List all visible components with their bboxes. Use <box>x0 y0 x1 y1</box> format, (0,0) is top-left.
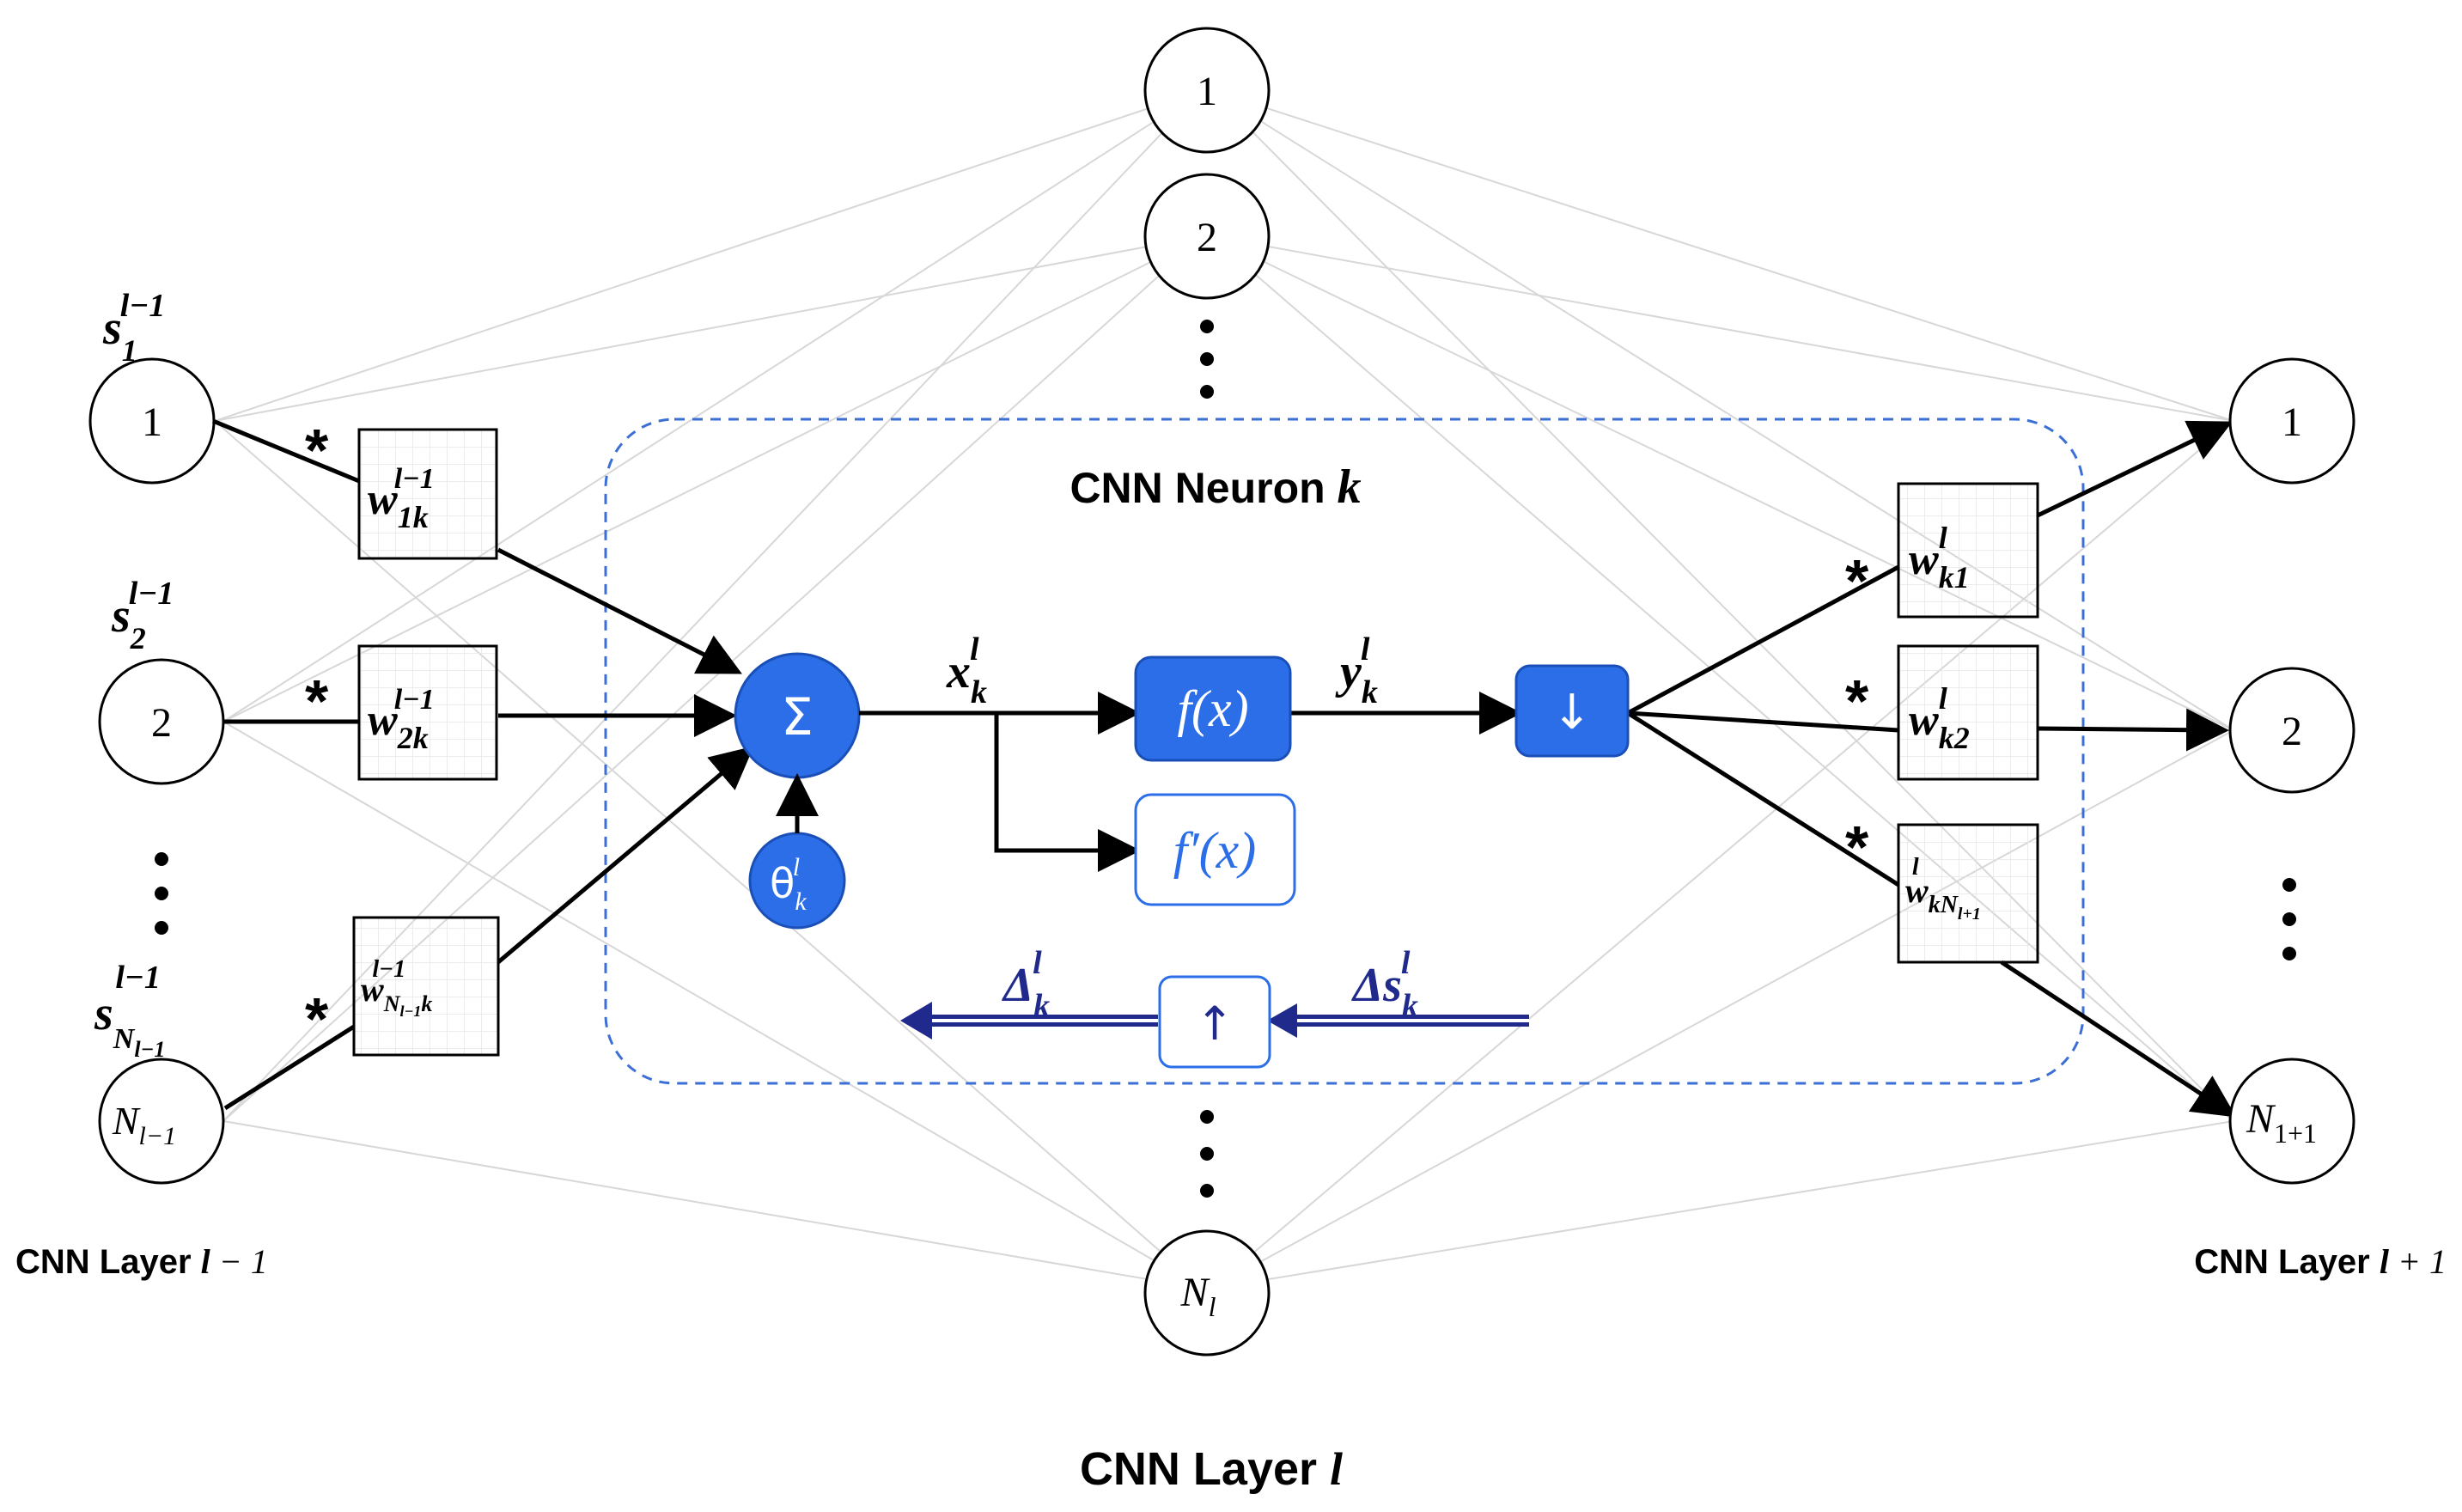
weight-kernel-k2: wk2l <box>1897 644 2039 781</box>
right-node-2: 2 <box>2228 667 2355 794</box>
connection-arrow <box>497 746 754 964</box>
svg-text:wk1l: wk1l <box>1909 521 1970 594</box>
convolution-star: * <box>305 985 329 1052</box>
svg-text:1: 1 <box>142 399 162 445</box>
delta-s-label: Δskl <box>1351 945 1418 1024</box>
svg-text:θkl: θkl <box>770 853 807 916</box>
connection-line <box>212 418 360 484</box>
neuron-boundary <box>604 418 2085 1085</box>
signal-label-2: s2l−1 <box>111 576 174 655</box>
weight-kernel-2k: w2kl−1 <box>357 644 498 781</box>
svg-text:Σ: Σ <box>781 687 814 747</box>
convolution-star: * <box>1845 547 1869 614</box>
right-ellipsis <box>2282 878 2296 960</box>
output-arrow-n <box>1626 710 1900 887</box>
signal-label-1: s1l−1 <box>102 288 165 368</box>
connection-arrow <box>2000 960 2237 1118</box>
svg-text:wkNl+1l: wkNl+1l <box>1905 854 1981 924</box>
activation-function-box: f(x) <box>1134 655 1292 762</box>
weight-kernel-k1: wk1l <box>1897 482 2039 619</box>
connection-arrow <box>2037 708 2229 752</box>
derivative-branch-arrow <box>994 713 1141 872</box>
convolution-star: * <box>305 668 329 735</box>
right-node-n: N1+1 <box>2228 1058 2355 1185</box>
svg-text:1: 1 <box>2282 399 2302 445</box>
middle-node-n: Nl <box>1143 1229 1271 1357</box>
output-arrow-2 <box>1627 710 1899 733</box>
left-node-1: 1 <box>88 357 216 485</box>
svg-text:2: 2 <box>2282 709 2302 754</box>
connection-arrow <box>497 547 742 674</box>
svg-text:↓: ↓ <box>1552 685 1593 741</box>
upsample-box <box>1158 975 1271 1069</box>
convolution-star: * <box>305 417 329 484</box>
connection-arrow <box>2036 420 2233 518</box>
left-node-2: 2 <box>98 658 225 785</box>
svg-text:w2kl−1: w2kl−1 <box>368 684 435 755</box>
y-label: ykl <box>1335 631 1378 710</box>
svg-text:Nl: Nl <box>1180 1270 1216 1322</box>
output-arrow-1 <box>1626 564 1900 716</box>
downsample-box: ↓ <box>1514 664 1630 758</box>
svg-text:wk2l: wk2l <box>1909 681 1970 755</box>
caption-layer-next: CNN Layer l + 1 <box>2194 1242 2447 1281</box>
middle-node-2: 2 <box>1143 173 1271 300</box>
caption-layer-current: CNN Layer l <box>1080 1443 1343 1495</box>
backprop-arrowhead <box>1267 1003 1297 1038</box>
convolution-star: * <box>1845 814 1869 881</box>
signal-label-n: sNl−1l−1 <box>94 960 165 1062</box>
delta-label: Δkl <box>1002 945 1050 1024</box>
backprop-row: ↑ Δskl Δkl <box>900 945 1529 1069</box>
neuron-title: CNN Neuron k <box>1070 460 1361 514</box>
backprop-arrowhead-2 <box>900 1002 932 1040</box>
caption-layer-prev: CNN Layer l − 1 <box>15 1242 268 1281</box>
summation-node: Σ <box>734 652 861 779</box>
right-node-1: 1 <box>2228 357 2355 485</box>
middle-ellipsis-bottom <box>1200 1110 1214 1198</box>
weight-kernel-nk: wNl−1kl−1 <box>352 916 500 1057</box>
derivative-function-box: f′(x) <box>1134 793 1296 906</box>
svg-text:wNl−1kl−1: wNl−1kl−1 <box>361 956 432 1020</box>
svg-text:N1+1: N1+1 <box>2246 1096 2317 1149</box>
connection-line <box>223 1024 356 1111</box>
weight-kernel-kn: wkNl+1l <box>1897 823 2039 964</box>
left-ellipsis <box>155 852 168 935</box>
svg-text:f′(x): f′(x) <box>1173 822 1256 879</box>
svg-text:2: 2 <box>151 700 172 746</box>
bias-node: θkl <box>748 832 846 930</box>
svg-text:2: 2 <box>1197 215 1217 260</box>
middle-node-1: 1 <box>1143 27 1271 154</box>
convolution-star: * <box>1845 668 1869 735</box>
x-label: xkl <box>946 631 987 710</box>
middle-ellipsis-top <box>1200 320 1214 399</box>
svg-text:w1kl−1: w1kl−1 <box>368 463 435 534</box>
svg-text:f(x): f(x) <box>1177 680 1248 737</box>
left-node-n: Nl−1 <box>98 1058 225 1185</box>
weight-kernel-1k: w1kl−1 <box>357 428 498 560</box>
svg-text:1: 1 <box>1197 69 1217 114</box>
svg-text:↑: ↑ <box>1195 997 1234 1051</box>
background-connections <box>214 89 2234 1289</box>
svg-text:Nl−1: Nl−1 <box>112 1099 176 1150</box>
